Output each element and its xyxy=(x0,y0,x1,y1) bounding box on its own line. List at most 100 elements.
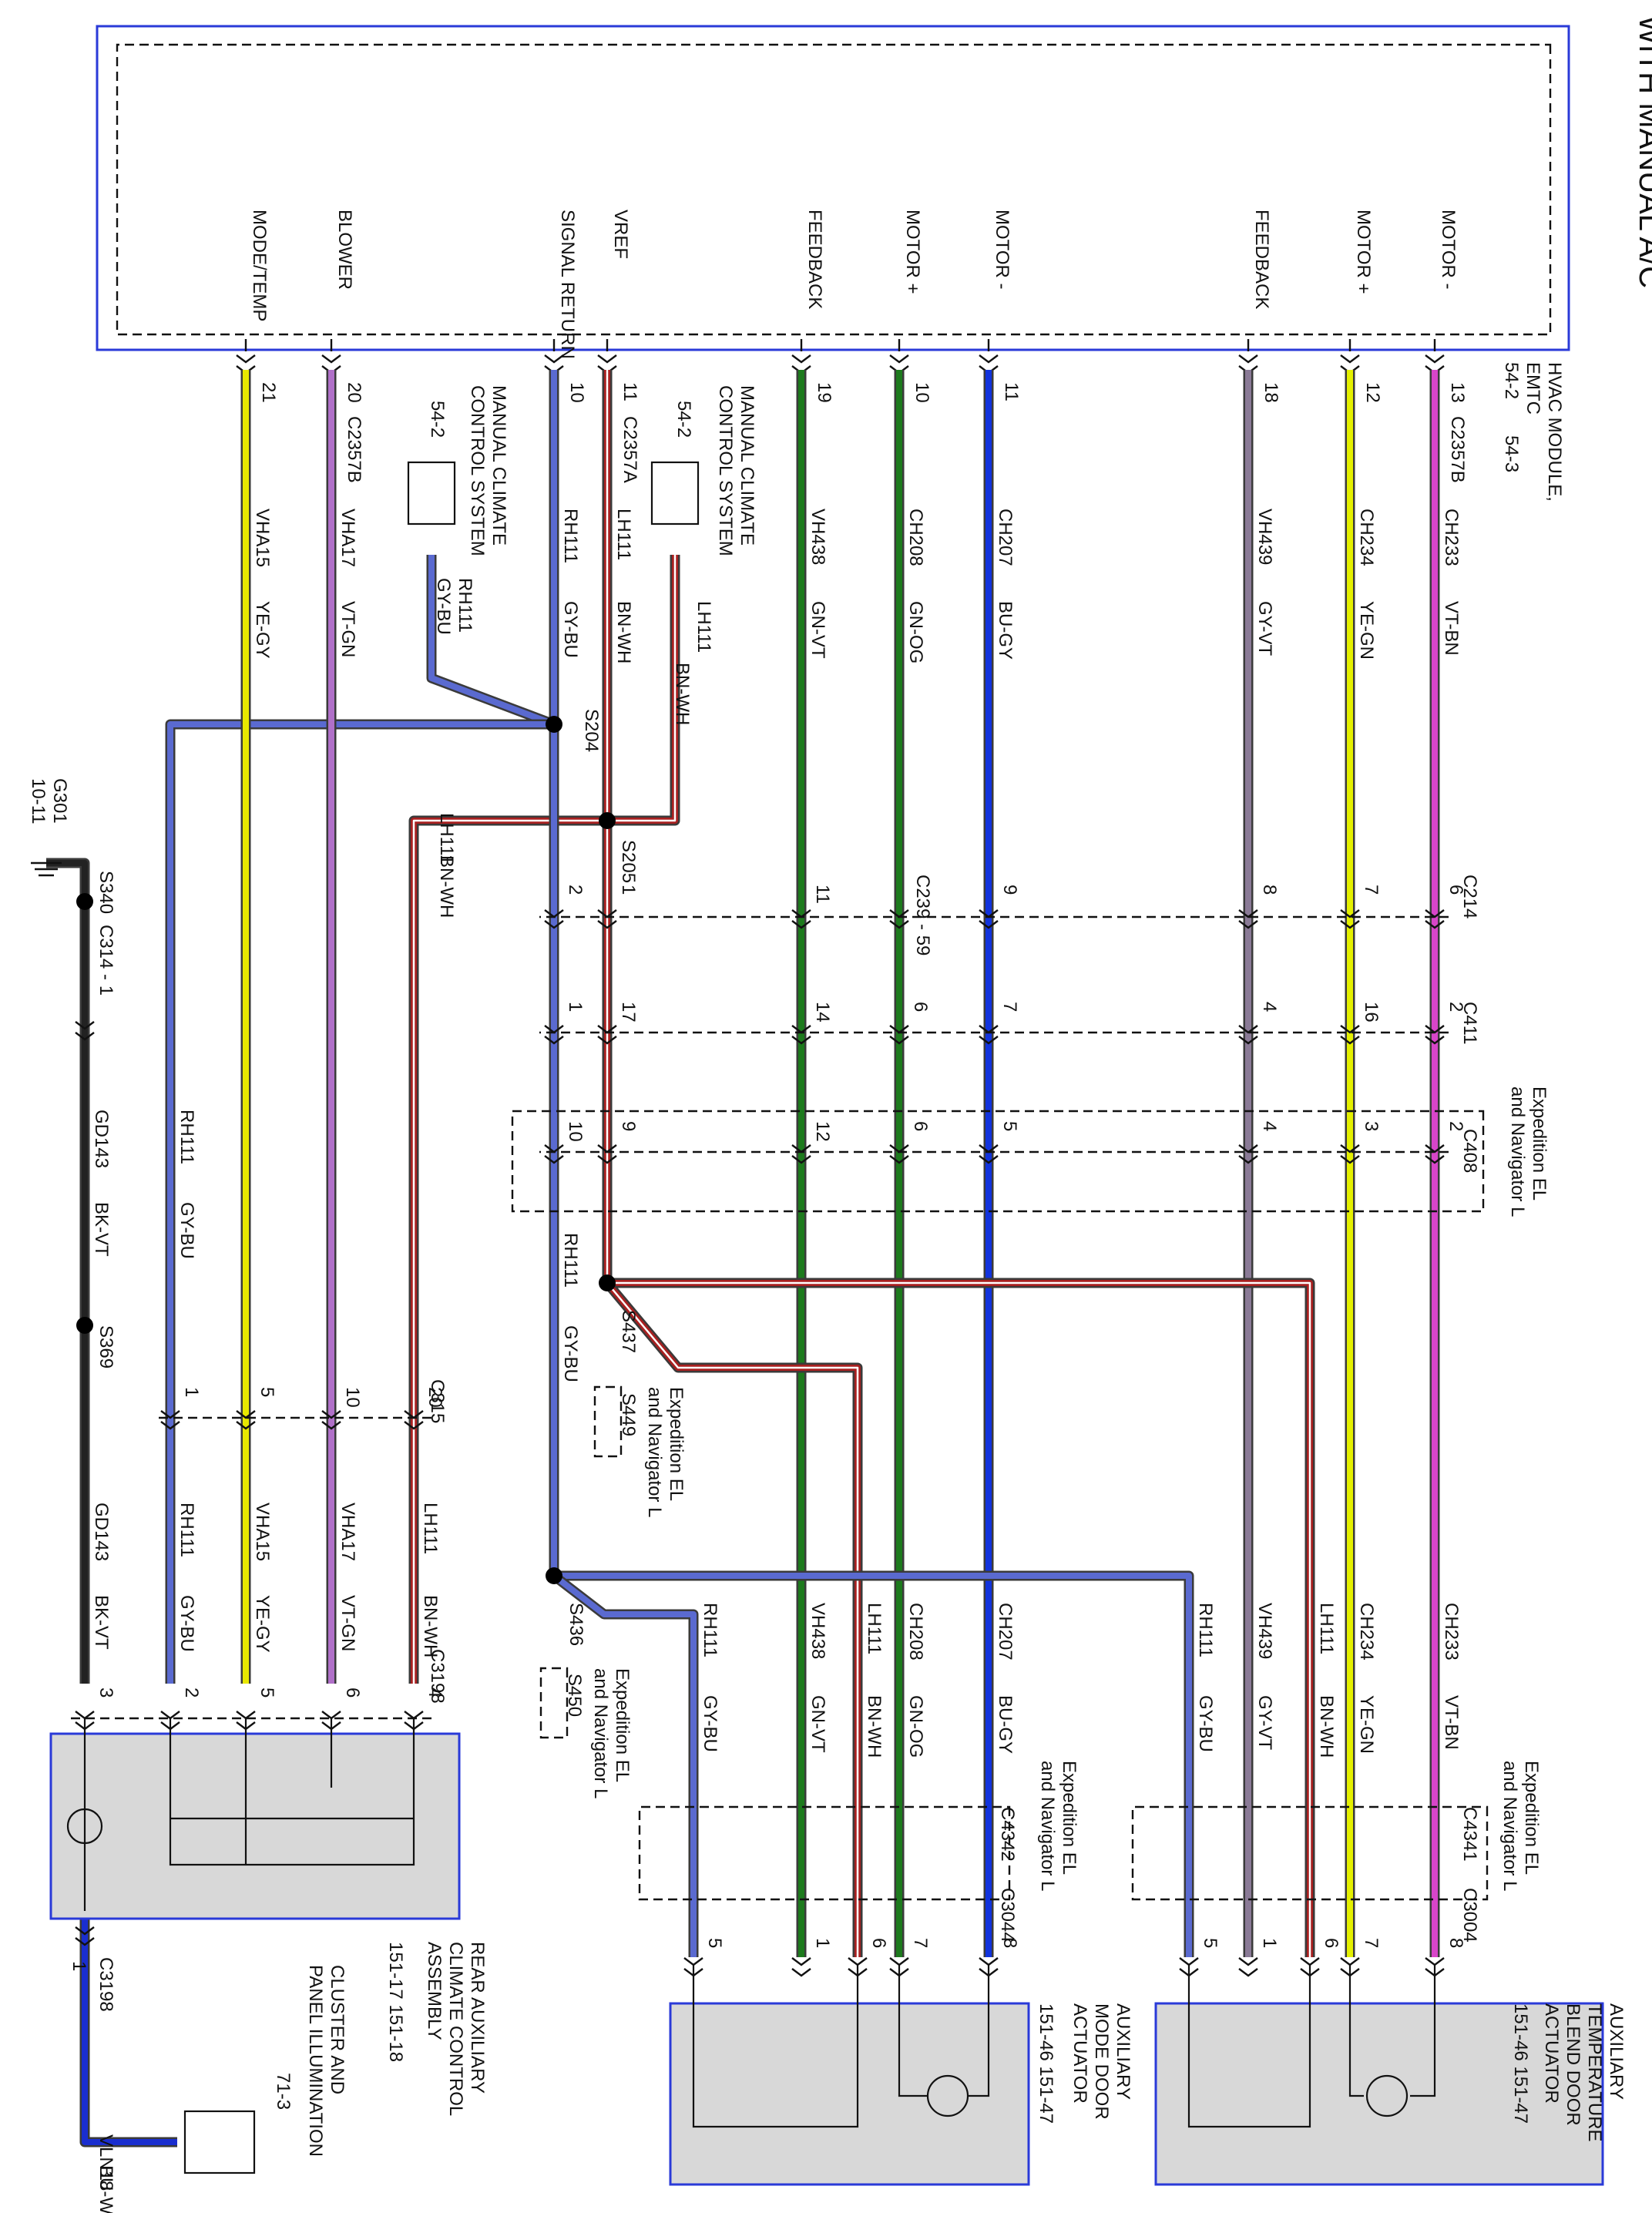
c411-pin-num-7: 1 xyxy=(565,1002,586,1012)
c408-pin-num-0: 2 xyxy=(1446,1121,1466,1131)
temp-blend-pin-num-4: 5 xyxy=(1200,1938,1221,1948)
wire-label-circuit-d: LH111 xyxy=(420,1503,441,1554)
mccs-gy-circuit: RH111 xyxy=(455,578,475,633)
splice-s205: S205 xyxy=(618,840,639,883)
connector-c315: C315 xyxy=(427,1379,448,1423)
splice-s204-dot xyxy=(546,716,562,733)
mode-door-pin-3 xyxy=(791,1957,811,1977)
c408-pin-0 xyxy=(1425,1144,1445,1164)
mccs-bn-circuit: LH111 xyxy=(693,601,714,653)
wire-label-circuit-a: CH208 xyxy=(905,509,926,566)
mccs-gy-arrow xyxy=(407,461,456,526)
temp-blend-pin-num-2: 6 xyxy=(1321,1938,1341,1948)
wire-label-color-b: YE-GY xyxy=(252,1595,273,1653)
mccs-bn-text-1: MANUAL CLIMATE xyxy=(737,385,757,546)
c408-note-1: Expedition EL xyxy=(1529,1086,1550,1201)
wire-label-color-a: YE-GN xyxy=(1356,601,1377,660)
c214-pin-0 xyxy=(1425,909,1445,929)
c411-pin-num-5: 14 xyxy=(812,1002,833,1023)
wire-label-color-b: BU-GY xyxy=(995,1695,1016,1754)
wire-label-color-d: BN-WH xyxy=(420,1595,441,1657)
mode-door-pot xyxy=(692,1965,859,2128)
wire-label-circuit-a: VH438 xyxy=(808,509,828,565)
wire-label-buwh: BU-WH xyxy=(96,2165,116,2213)
rear-aux-circuit xyxy=(66,1718,415,1911)
c214-pin-1 xyxy=(1340,909,1360,929)
temp-blend-pin-num-3: 1 xyxy=(1259,1938,1280,1948)
splice-s369: S369 xyxy=(96,1325,116,1368)
c314-pin xyxy=(75,1021,95,1041)
module-pin-num-5: 19 xyxy=(814,382,834,403)
module-page-1: 54-2 xyxy=(1501,362,1522,399)
c3198-pin-num-0: 4 xyxy=(425,1687,445,1698)
module-pin-num-4: 10 xyxy=(912,382,932,403)
c3198b-pin-num: 1 xyxy=(69,1961,89,1971)
wire-label-circuit-b: CH208 xyxy=(905,1603,926,1661)
module-pin-label-3: MOTOR - xyxy=(992,210,1012,290)
c408-pin-7 xyxy=(544,1144,564,1164)
splice-s450-box xyxy=(539,1667,569,1739)
wire-label-color-a: GY-VT xyxy=(1254,601,1275,656)
c315-pin-0 xyxy=(404,1410,424,1430)
motor-icon xyxy=(1365,2074,1409,2117)
connector-c3044: C3044 xyxy=(997,1888,1018,1943)
c408-pin-num-1: 3 xyxy=(1361,1121,1382,1131)
c4342-note-1: Expedition EL xyxy=(1059,1761,1080,1875)
hvac-module xyxy=(96,25,1570,351)
wire-rh111-mode xyxy=(551,1571,699,1957)
wire-label-color-b: VT-GN xyxy=(337,1595,358,1651)
splice-s205-dot xyxy=(599,812,616,829)
splice-s450-note-2: and Navigator L xyxy=(590,1668,611,1798)
c3198-pin-num-4: 3 xyxy=(96,1687,116,1698)
wire-label-circuit-d: RH111 xyxy=(176,1110,197,1164)
c408-pin-num-2: 4 xyxy=(1259,1121,1280,1131)
c4341-note-2: and Navigator L xyxy=(1499,1761,1520,1891)
wire-label-circuit-b: RH111 xyxy=(1195,1603,1216,1657)
splice-s340: S340 xyxy=(96,871,116,914)
wire-label-color-c: GY-BU xyxy=(560,1325,581,1382)
c408-box xyxy=(511,1110,1485,1213)
rear-aux-pages: 151-17 151-18 xyxy=(385,1942,406,2062)
module-pin-num-1: 12 xyxy=(1362,382,1383,403)
c214-pin-9: 9 xyxy=(999,885,1020,895)
mode-door-pin-num-2: 6 xyxy=(868,1938,889,1948)
c3198-pin-num-2: 5 xyxy=(257,1687,277,1698)
page-title: WITH MANUAL A/C xyxy=(1633,15,1652,288)
splice-s340-dot xyxy=(76,893,93,910)
mode-door-pin-num-4: 5 xyxy=(704,1938,725,1948)
mode-door-text-1: AUXILIARY xyxy=(1113,2003,1133,2100)
c408-pin-num-7: 10 xyxy=(565,1121,586,1142)
wire-label-color-b: GN-VT xyxy=(808,1695,828,1753)
mccs-gy-page: 54-2 xyxy=(427,401,448,438)
connector-c3198b: C3198 xyxy=(96,1957,116,2012)
temp-blend-actuator xyxy=(1154,2002,1604,2186)
temp-blend-motor-lead-1 xyxy=(1410,1965,1436,2097)
c411-pin-num-2: 4 xyxy=(1259,1002,1280,1012)
module-pin-label-1: MOTOR + xyxy=(1353,210,1374,294)
ground-name: G301 xyxy=(49,778,70,824)
c315-pin-num-1: 10 xyxy=(342,1387,363,1408)
module-pin-label-7: SIGNAL RETURN xyxy=(557,210,578,359)
mode-door-pin-num-3: 1 xyxy=(812,1938,833,1948)
wire-label-color-a: BN-WH xyxy=(613,601,634,663)
connector-c411: C411 xyxy=(1459,1002,1480,1045)
cluster-text-1: CLUSTER AND xyxy=(327,1965,348,2094)
module-pin-label-5: FEEDBACK xyxy=(804,210,825,309)
c214-pin-1: 1 xyxy=(618,885,639,895)
splice-s369-dot xyxy=(76,1317,93,1334)
wire-label-color-a: GN-VT xyxy=(808,601,828,659)
wire-rh111-ref xyxy=(426,555,556,730)
wire-label-circuit-c: RH111 xyxy=(700,1603,720,1657)
c411-pin-1 xyxy=(1340,1025,1360,1045)
temp-blend-pages: 151-46 151-47 xyxy=(1510,2003,1531,2124)
splice-s449: S449 xyxy=(618,1393,639,1436)
wire-label-color-a: BK-VT xyxy=(91,1202,112,1257)
c408-pin-1 xyxy=(1340,1144,1360,1164)
temp-blend-motor-lead-2 xyxy=(1348,1965,1364,2097)
mccs-gy-text-1: MANUAL CLIMATE xyxy=(489,385,509,546)
c411-pin-num-1: 16 xyxy=(1361,1002,1382,1023)
c3198b-pin xyxy=(75,1926,95,1946)
rear-aux-text-1: REAR AUXILIARY xyxy=(467,1942,488,2094)
module-pin-conn-6: C2357A xyxy=(620,416,640,483)
